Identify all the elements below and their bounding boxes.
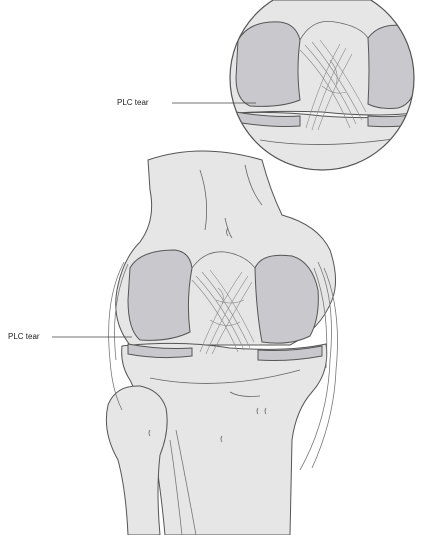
inset-label: PLC tear	[117, 98, 149, 107]
magnified-inset	[225, 0, 420, 180]
condyle-right	[255, 255, 318, 343]
inset-condyle-left	[236, 22, 300, 107]
main-knee	[106, 151, 337, 535]
fibula	[106, 386, 167, 535]
condyle-left	[128, 250, 192, 340]
main-label: PLC tear	[8, 332, 40, 341]
inset-condyle-right	[368, 25, 416, 108]
